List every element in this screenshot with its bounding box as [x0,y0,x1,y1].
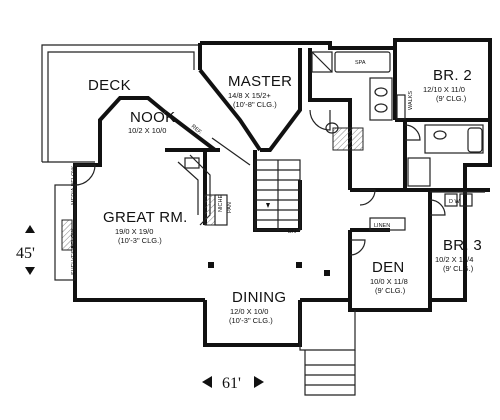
great-room-size: 19/0 X 19/0 [115,227,153,236]
spa-label: SPA [355,60,366,66]
entry-porch [299,310,356,396]
great-room-name: GREAT RM. [103,209,188,226]
br3-room-name: BR. 3 [443,237,482,254]
niche-label: NICHE [218,195,224,212]
doors [74,109,446,256]
br2-room-size: 12/10 X 11/0 [423,85,465,94]
den-room-size: 10/0 X 11/8 [370,277,408,286]
master-bath-fixtures: SPA WALKS [311,51,414,151]
dining-room-name: DINING [232,289,286,306]
column [208,262,214,268]
nook-room-name: NOOK [130,109,175,126]
br2-room-ceiling: (9' CLG.) [436,94,467,103]
column [324,270,330,276]
width-dimension-label: 61' [222,375,241,392]
linen-label: LINEN [374,223,390,229]
den-room-name: DEN [372,259,405,276]
depth-dimension-label: 45' [16,245,35,262]
walks-label: WALKS [408,91,414,110]
master-room-name: MASTER [228,73,292,90]
dining-room-ceiling: (10'-3" CLG.) [229,316,273,325]
washer-dryer-label: D W [449,199,461,205]
stairs: DN [254,159,301,235]
depth-dimension: 45' [16,225,35,275]
deck-room-name: DECK [88,77,131,94]
nook-room-size: 10/2 X 10/0 [128,126,166,135]
width-dimension: 61' [202,375,264,392]
kitchen-counters: NICHE PAN REF. [177,124,251,226]
br3-room-ceiling: (9' CLG.) [443,264,474,273]
columns [208,262,330,276]
stair-down-label: DN [288,229,296,235]
dining-room-size: 12/0 X 10/0 [230,307,268,316]
shelves-below-label: SHELVES BELOW [71,228,77,275]
linen-closet: LINEN [369,217,406,231]
den-room-ceiling: (9' CLG.) [375,286,406,295]
column [296,262,302,268]
fireplace-wall: MEDIA BELOW SHELVES BELOW [54,166,77,281]
great-room-ceiling: (10'-3" CLG.) [118,236,162,245]
pantry-label: PAN [227,202,233,213]
deck-area [41,44,201,163]
br2-room-name: BR. 2 [433,67,472,84]
master-room-size: 14/8 X 15/2+ [228,91,271,100]
media-below-label: MEDIA BELOW [71,166,77,205]
br3-room-size: 10/2 X 12/4 [435,255,473,264]
hall-bath-fixtures: D W [407,124,485,207]
master-room-ceiling: (10'-8" CLG.) [233,100,277,109]
